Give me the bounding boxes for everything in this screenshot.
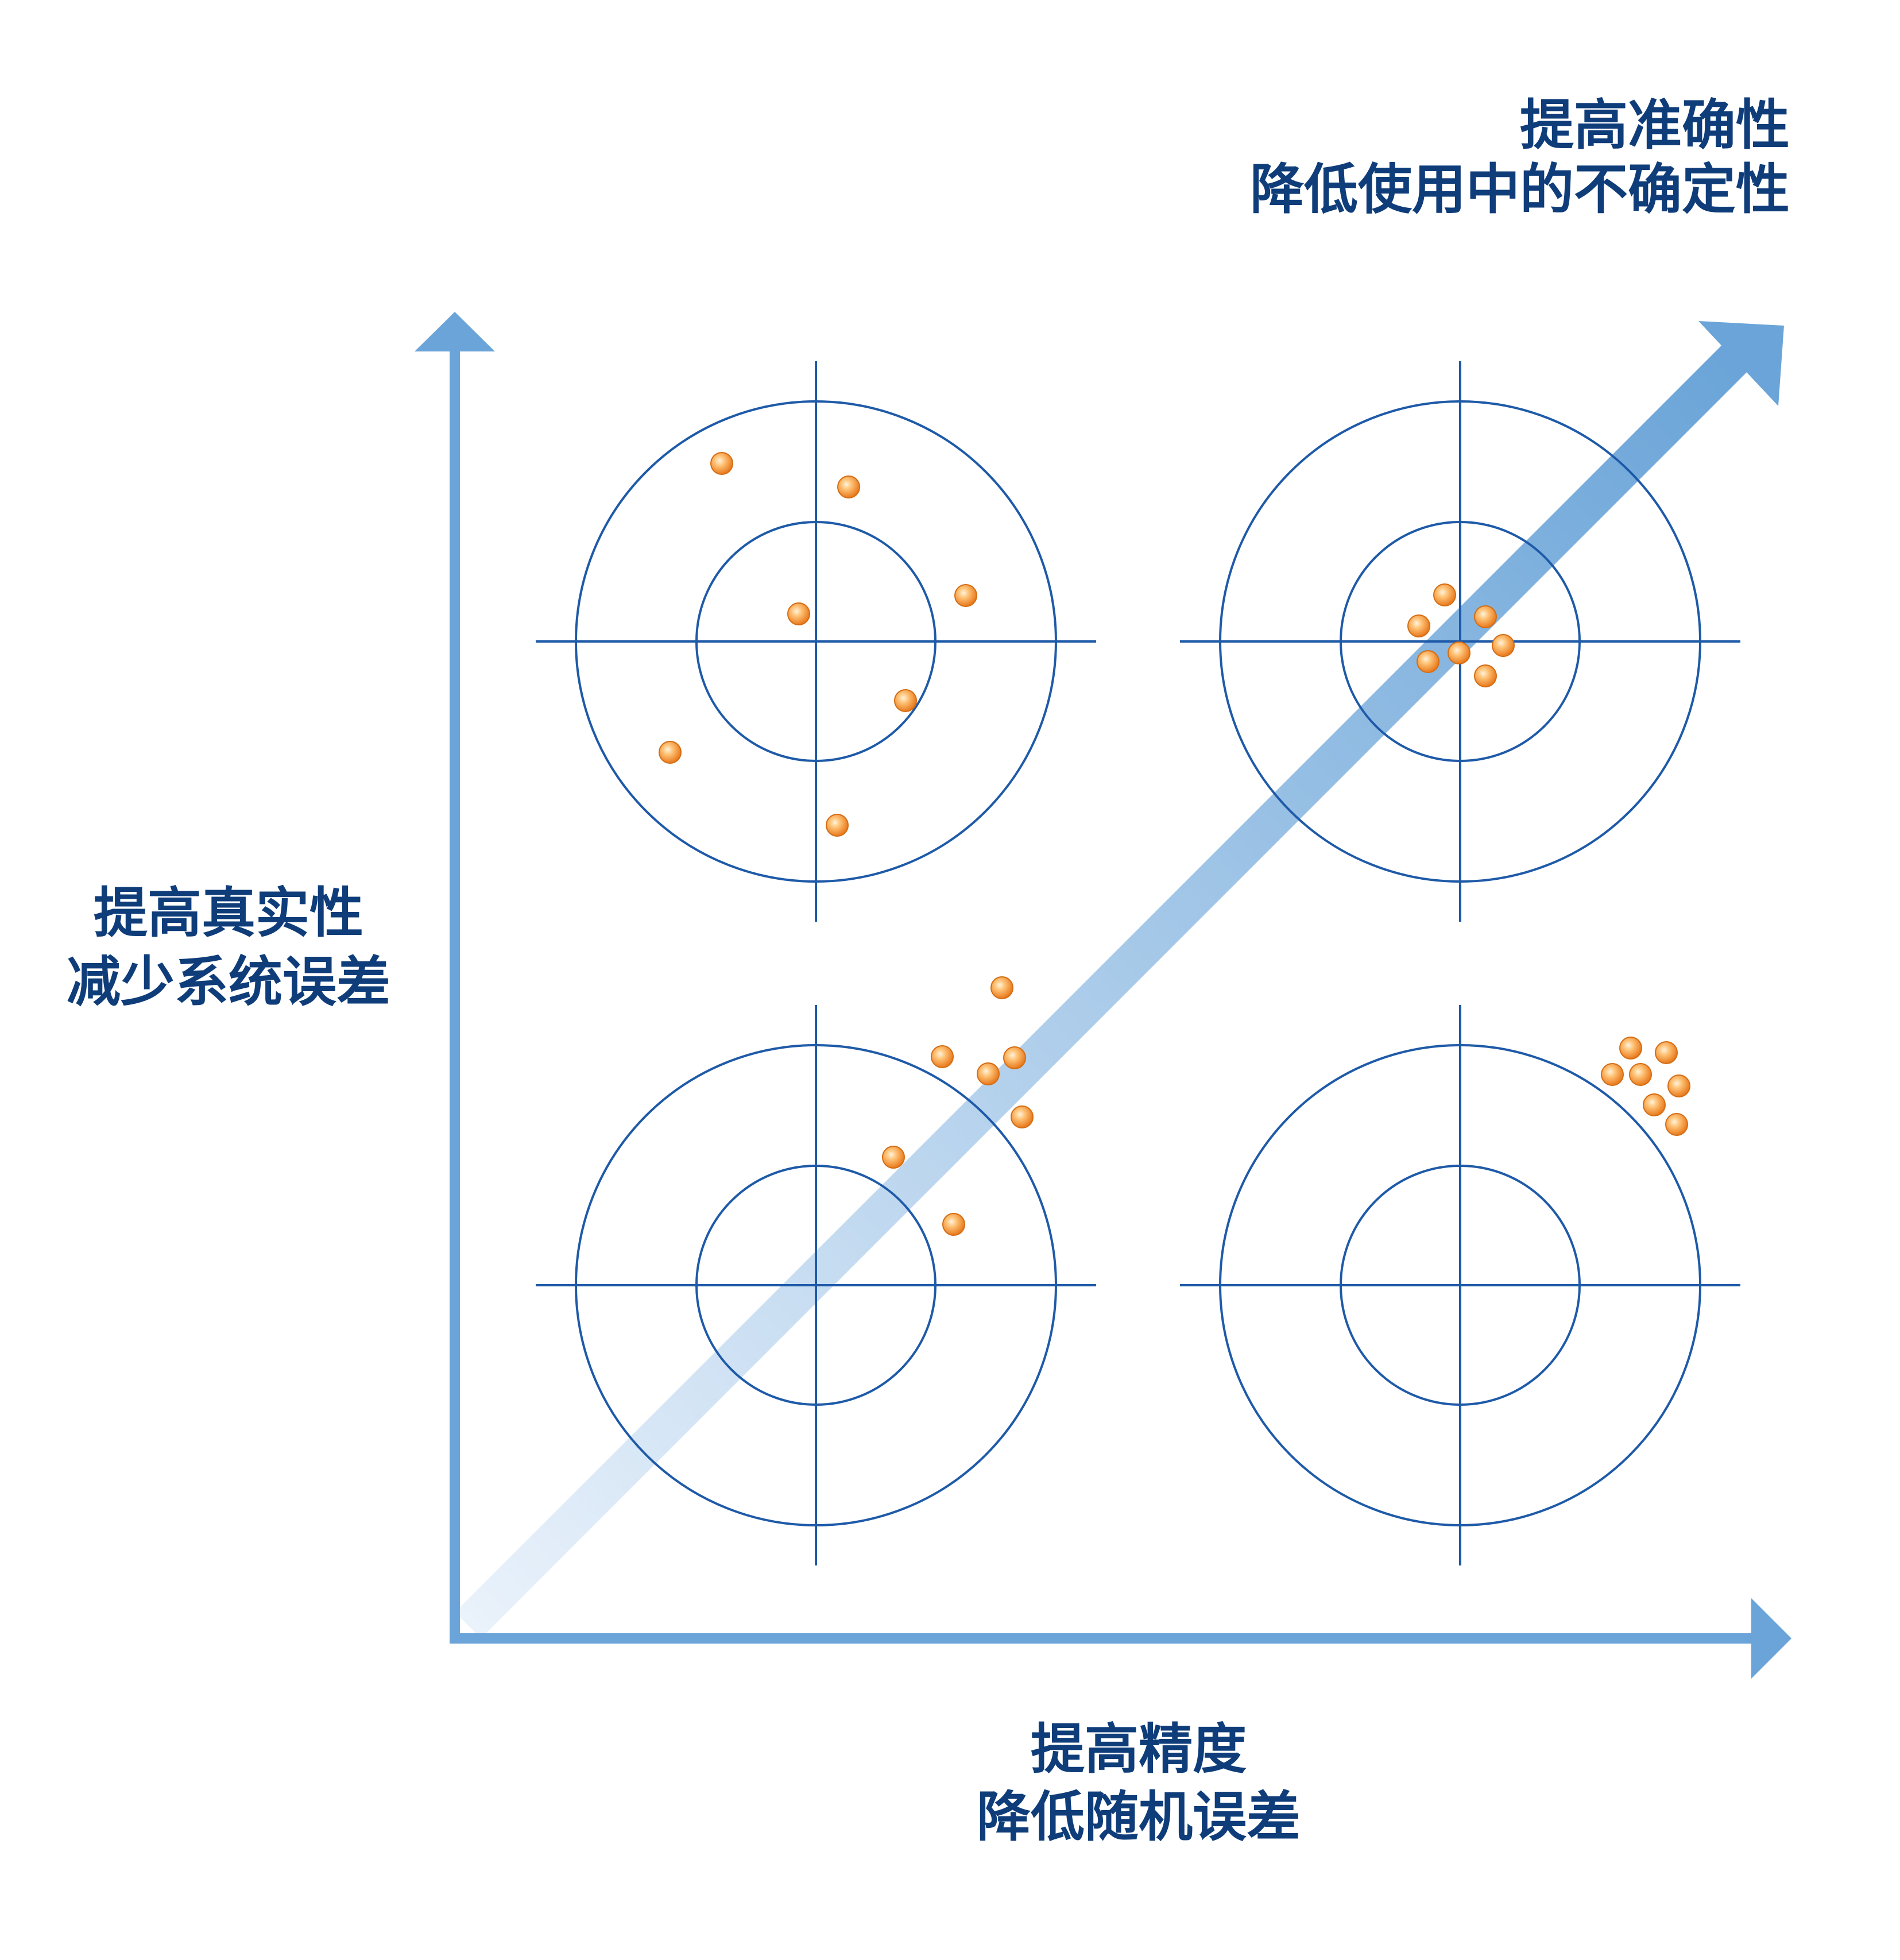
- hit-dot: [1417, 650, 1439, 673]
- target-bottom-right: [1180, 1005, 1740, 1565]
- hit-dot: [1629, 1063, 1652, 1086]
- hit-dot: [954, 584, 977, 607]
- hit-dot: [990, 976, 1013, 999]
- trueness-label-line2: 减少系统误差: [67, 951, 390, 1014]
- hit-dot: [1619, 1037, 1642, 1060]
- hit-dot: [1003, 1046, 1026, 1069]
- hit-dot: [1492, 634, 1515, 657]
- hit-dot: [659, 741, 682, 764]
- hit-dot: [1667, 1074, 1690, 1097]
- hit-dot: [826, 814, 849, 837]
- y-axis-arrowhead: [415, 312, 495, 351]
- trueness-label-line1: 提高真实性: [94, 882, 363, 945]
- hit-dot: [1011, 1105, 1034, 1128]
- hit-dot: [1665, 1113, 1688, 1136]
- accuracy-arrow: [455, 321, 1784, 1638]
- hit-dot: [787, 602, 810, 625]
- hit-dot: [894, 689, 917, 712]
- accuracy-arrowhead: [1698, 321, 1784, 406]
- hit-dot: [1601, 1063, 1624, 1086]
- target-bottom-left: [536, 976, 1096, 1565]
- hit-dot: [710, 452, 733, 475]
- accuracy-label-line1: 提高准确性: [1520, 94, 1790, 157]
- target-top-left: [536, 361, 1096, 922]
- hit-dot: [1655, 1041, 1678, 1064]
- accuracy-label-line2: 降低使用中的不确定性: [1250, 158, 1790, 221]
- y-axis-line: [450, 350, 460, 1644]
- hit-dot: [1474, 664, 1497, 687]
- x-axis-line: [450, 1633, 1752, 1644]
- hit-dot: [931, 1045, 954, 1068]
- hit-dot: [942, 1213, 965, 1236]
- x-axis-arrowhead: [1751, 1598, 1791, 1679]
- target-top-right: [1180, 361, 1740, 922]
- hit-dot: [1474, 605, 1497, 628]
- hit-dot: [1407, 614, 1430, 637]
- axes: [415, 312, 1791, 1679]
- hit-dot: [1643, 1093, 1666, 1116]
- hit-dot: [1448, 641, 1471, 664]
- hit-dot: [1433, 583, 1456, 606]
- precision-label-line1: 提高精度: [1031, 1718, 1247, 1781]
- hit-dot: [882, 1146, 905, 1169]
- hit-dot: [977, 1062, 1000, 1085]
- precision-label-line2: 降低随机误差: [977, 1786, 1301, 1849]
- hit-dot: [837, 475, 860, 498]
- targets: [536, 361, 1740, 1565]
